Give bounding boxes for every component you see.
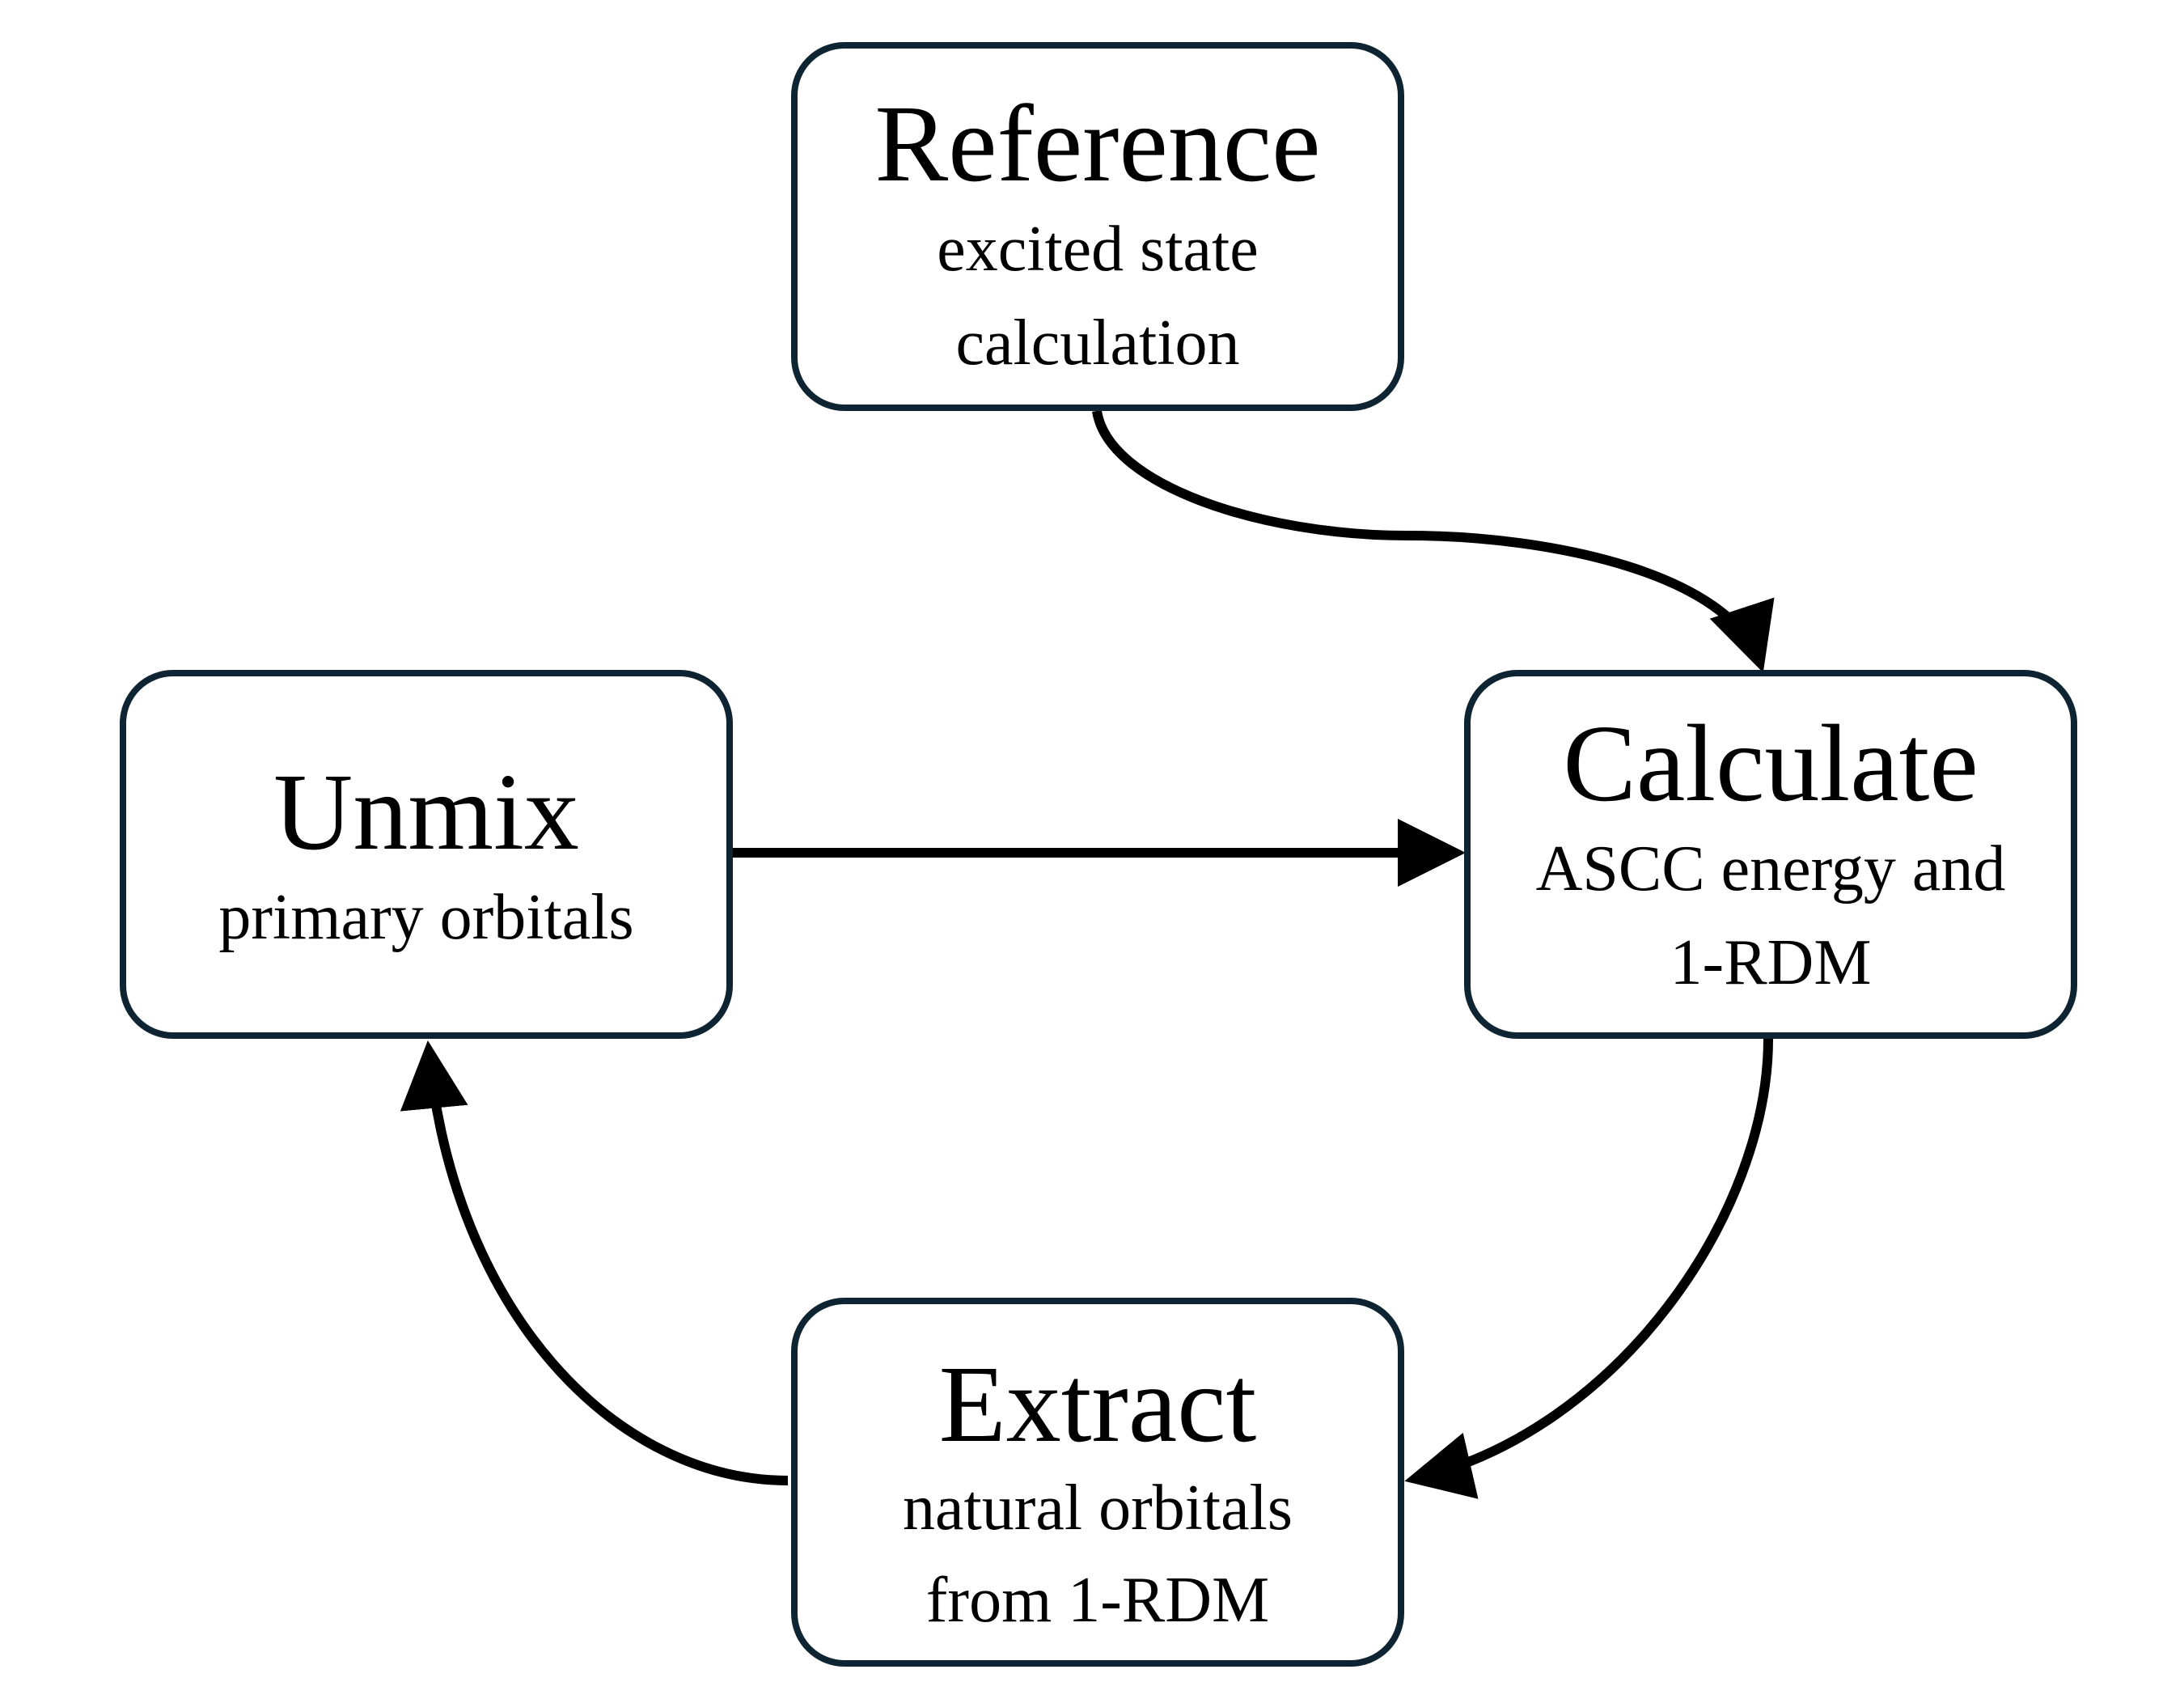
reference-description-line-1: excited state (937, 214, 1259, 285)
reference-description-line-2: calculation (955, 307, 1240, 379)
extract-box: Extract natural orbitals from 1-RDM (791, 1298, 1404, 1667)
calculate-description-line-2: 1-RDM (1670, 927, 1872, 998)
calculate-description-line-1: ASCC energy and (1535, 833, 2006, 905)
arrow-reference-to-calculate (1092, 409, 1775, 673)
unmix-description-line-1: primary orbitals (218, 882, 634, 953)
extract-description-line-2: from 1-RDM (925, 1565, 1270, 1636)
extract-description-line-1: natural orbitals (902, 1472, 1293, 1544)
extract-title: Extract (938, 1344, 1257, 1465)
calculate-title: Calculate (1563, 703, 1979, 824)
reference-title: Reference (874, 83, 1321, 205)
unmix-box: Unmix primary orbitals (120, 670, 733, 1039)
reference-box: Reference excited state calculation (791, 42, 1404, 411)
arrow-calculate-to-extract (1404, 1038, 1773, 1499)
calculate-box: Calculate ASCC energy and 1-RDM (1464, 670, 2077, 1039)
unmix-title: Unmix (273, 752, 579, 873)
arrow-extract-to-unmix (400, 1040, 789, 1485)
